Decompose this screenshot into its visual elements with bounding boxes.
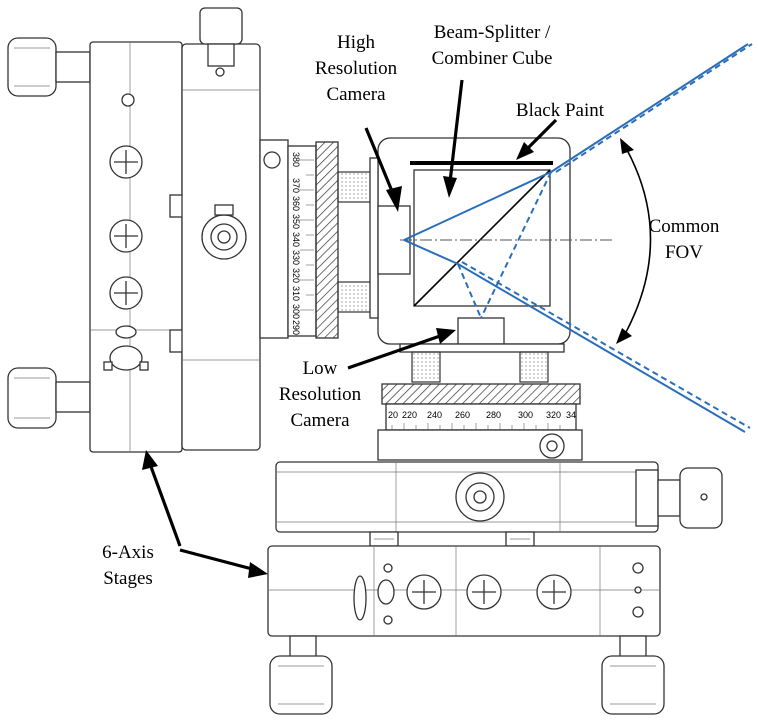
label-stages-1: 6-Axis (102, 542, 154, 563)
label-low-res-1: Low (303, 358, 338, 379)
label-fov-2: FOV (665, 242, 703, 263)
label-high-res-3: Camera (326, 84, 386, 105)
hscale-tick: 300 (518, 410, 533, 420)
hscale-tick: 220 (402, 410, 417, 420)
vscale-tick: 360 (291, 196, 301, 211)
hscale-tick: 34 (566, 410, 576, 420)
vscale-tick: 310 (291, 286, 301, 301)
vscale-tick: 290 (291, 320, 301, 335)
label-low-res-2: Resolution (279, 384, 362, 405)
label-stages-2: Stages (103, 568, 153, 589)
leader-arrows (142, 79, 558, 578)
vscale-tick: 330 (291, 250, 301, 265)
hscale-tick: 320 (546, 410, 561, 420)
vscale-tick: 350 (291, 214, 301, 229)
label-bsc-1: Beam-Splitter / (434, 22, 551, 43)
hscale-tick: 280 (486, 410, 501, 420)
vscale-tick: 300 (291, 304, 301, 319)
rotation-scale-horizontal: 20 220 240 260 280 300 320 34 (377, 351, 583, 461)
rotation-scale-vertical: 380 370 360 350 340 330 320 310 300 290 (259, 139, 339, 339)
beam-splitter-diagonal (413, 169, 551, 307)
hscale-tick: 260 (455, 410, 470, 420)
fov-arrowhead-top (620, 138, 634, 154)
label-black-paint: Black Paint (516, 100, 605, 121)
label-high-res-2: Resolution (315, 58, 398, 79)
vscale-tick: 320 (291, 268, 301, 283)
spacer (337, 171, 373, 203)
vscale-tick: 370 (291, 178, 301, 193)
label-bsc-2: Combiner Cube (432, 48, 553, 69)
label-low-res-3: Camera (290, 410, 350, 431)
hscale-tick: 240 (427, 410, 442, 420)
spacer (337, 281, 373, 313)
fov-arrowhead-bottom (616, 328, 632, 344)
text-labels: High Resolution Camera Beam-Splitter / C… (102, 22, 720, 589)
hscale-tick: 20 (388, 410, 398, 420)
bottom-stage (267, 461, 723, 715)
left-stage (7, 7, 261, 453)
label-high-res-1: High (337, 32, 376, 53)
label-fov-1: Common (649, 216, 720, 237)
vscale-tick: 340 (291, 232, 301, 247)
beam-splitter-housing (369, 137, 615, 353)
optical-rays (403, 43, 753, 433)
vscale-tick: 380 (291, 152, 301, 167)
fov-arc (623, 147, 652, 337)
